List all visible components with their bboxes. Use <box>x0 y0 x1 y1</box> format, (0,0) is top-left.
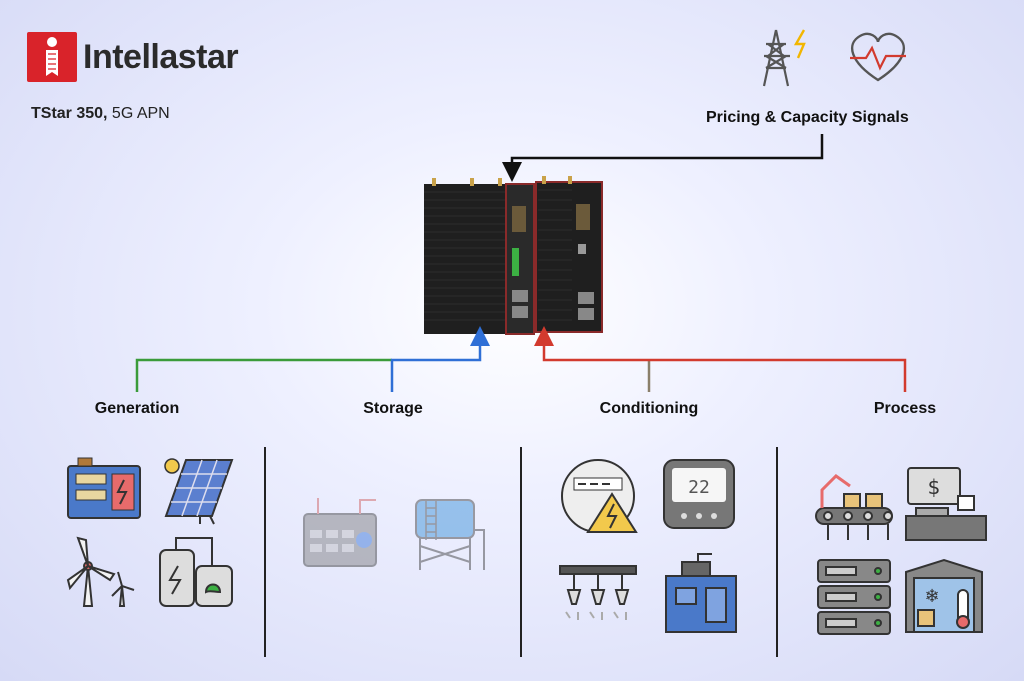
battery-icon <box>303 498 377 567</box>
wind-turbine-icon <box>66 536 135 607</box>
solar-panel-icon <box>164 458 234 525</box>
logo-mark-icon <box>27 32 77 82</box>
column-divider <box>520 447 522 657</box>
column-divider <box>264 447 266 657</box>
svg-text:❄: ❄ <box>924 586 939 607</box>
category-conditioning-label: Conditioning <box>599 400 699 417</box>
svg-text:$: $ <box>928 475 941 499</box>
generator-icon <box>67 457 141 519</box>
water-tower-icon <box>415 499 485 570</box>
biogas-plant-icon <box>159 537 233 607</box>
generation-connector <box>135 358 392 392</box>
signal-arrow <box>502 134 824 182</box>
lighting-icon <box>559 565 637 620</box>
process-connector <box>534 326 907 392</box>
electric-meter-icon <box>561 459 638 533</box>
tstar-device-left <box>424 178 535 335</box>
brand-name: Intellastar <box>83 37 239 76</box>
device-variant: 5G APN <box>107 105 170 122</box>
conveyor-robot-icon <box>815 474 893 540</box>
thermostat-icon: 22 <box>663 459 735 529</box>
category-storage-label: Storage <box>363 400 423 417</box>
brand-logo: Intellastar <box>27 32 239 82</box>
column-divider <box>776 447 778 657</box>
storage-connector <box>390 326 490 392</box>
device-subtitle: TStar 350, 5G APN <box>31 105 170 123</box>
cold-storage-icon: ❄ <box>905 558 983 633</box>
hvac-unit-icon <box>665 553 737 633</box>
svg-text:22: 22 <box>688 477 710 498</box>
heart-pulse-icon <box>850 32 906 82</box>
power-tower-icon <box>762 29 806 87</box>
signals-label: Pricing & Capacity Signals <box>706 109 909 126</box>
category-generation-label: Generation <box>94 400 180 417</box>
tstar-device-right <box>535 176 603 333</box>
pos-terminal-icon: $ <box>905 467 987 541</box>
device-model: TStar 350, <box>31 105 108 122</box>
server-rack-icon <box>817 559 891 635</box>
category-process-label: Process <box>873 400 937 417</box>
